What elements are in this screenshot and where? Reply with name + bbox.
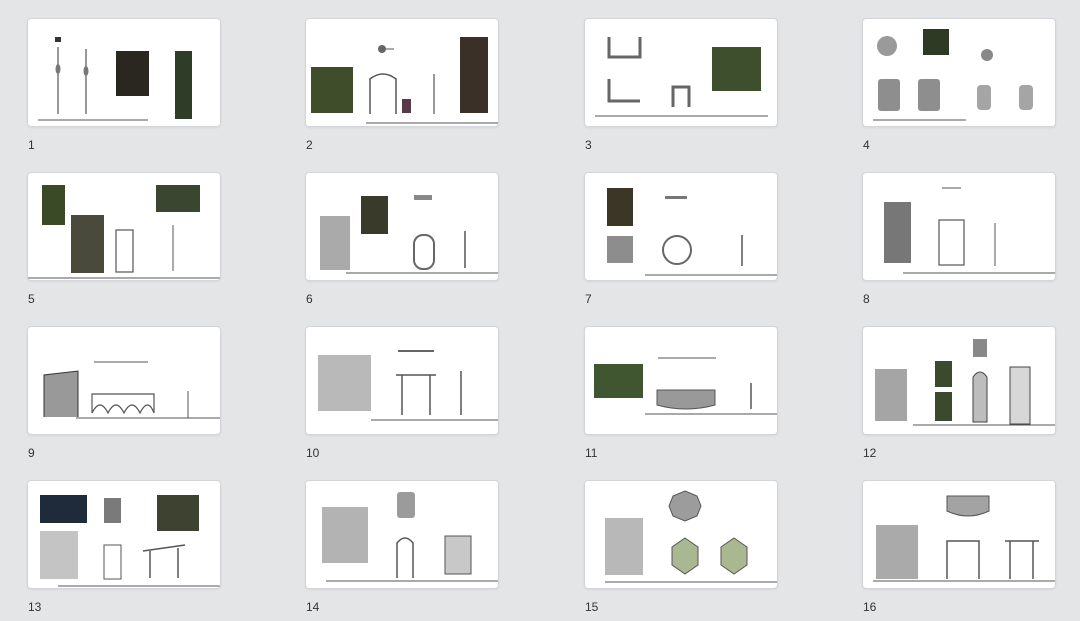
slide-number: 1 [28,138,35,152]
slide-cell-9[interactable]: 9 [27,326,221,466]
slide-6-drawing [320,195,498,274]
slide-14-drawing [322,492,498,582]
slide-thumbnail[interactable] [305,172,499,281]
slide-thumbnail[interactable] [584,172,778,281]
slide-thumbnail[interactable] [27,172,221,281]
slide-thumbnail[interactable] [305,18,499,127]
slide-cell-3[interactable]: 3 [584,18,778,158]
slide-16-drawing [873,495,1055,582]
slide-cell-1[interactable]: 1 [27,18,221,158]
slide-number: 6 [306,292,313,306]
slide-thumbnail[interactable] [862,326,1056,435]
slide-cell-15[interactable]: 15 [584,480,778,620]
slide-number: 4 [863,138,870,152]
slide-number: 14 [306,600,320,614]
slide-cell-12[interactable]: 12 [862,326,1056,466]
slide-thumbnail[interactable] [27,480,221,589]
slide-3-drawing [595,37,768,117]
slide-number: 10 [306,446,320,460]
slide-cell-4[interactable]: 4 [862,18,1056,158]
slide-number: 15 [585,600,599,614]
slide-number: 7 [585,292,592,306]
slide-cell-7[interactable]: 7 [584,172,778,312]
slide-cell-8[interactable]: 8 [862,172,1056,312]
slide-number: 12 [863,446,877,460]
slide-1-drawing [38,37,192,121]
slide-10-drawing [318,350,498,421]
slide-cell-10[interactable]: 10 [305,326,499,466]
slide-9-drawing [43,361,220,419]
slide-thumbnail[interactable] [862,172,1056,281]
slide-thumbnail[interactable] [584,18,778,127]
slide-7-drawing [607,188,777,276]
slide-13-drawing [40,495,220,587]
slide-5-drawing [28,185,220,279]
slide-cell-5[interactable]: 5 [27,172,221,312]
slide-8-drawing [884,187,1055,274]
slide-11-drawing [594,357,777,415]
slide-thumbnail[interactable] [584,480,778,589]
slide-thumbnail[interactable] [27,326,221,435]
slide-cell-6[interactable]: 6 [305,172,499,312]
slide-number: 8 [863,292,870,306]
slide-number: 5 [28,292,35,306]
slide-cell-16[interactable]: 16 [862,480,1056,620]
slide-thumbnail[interactable] [305,326,499,435]
slide-12-drawing [875,339,1055,426]
slide-thumbnail[interactable] [862,480,1056,589]
slide-number: 13 [28,600,42,614]
slide-thumbnail[interactable] [27,18,221,127]
slide-cell-2[interactable]: 2 [305,18,499,158]
slide-thumbnail[interactable] [862,18,1056,127]
slide-2-drawing [311,37,498,124]
slide-number: 2 [306,138,313,152]
slide-4-drawing [873,29,1033,121]
slide-number: 3 [585,138,592,152]
slide-number: 9 [28,446,35,460]
slide-number: 16 [863,600,877,614]
slide-cell-14[interactable]: 14 [305,480,499,620]
slide-number: 11 [585,446,598,460]
slide-thumbnail[interactable] [584,326,778,435]
slide-cell-13[interactable]: 13 [27,480,221,620]
slide-15-drawing [605,490,777,583]
slide-thumbnail[interactable] [305,480,499,589]
slide-cell-11[interactable]: 11 [584,326,778,466]
